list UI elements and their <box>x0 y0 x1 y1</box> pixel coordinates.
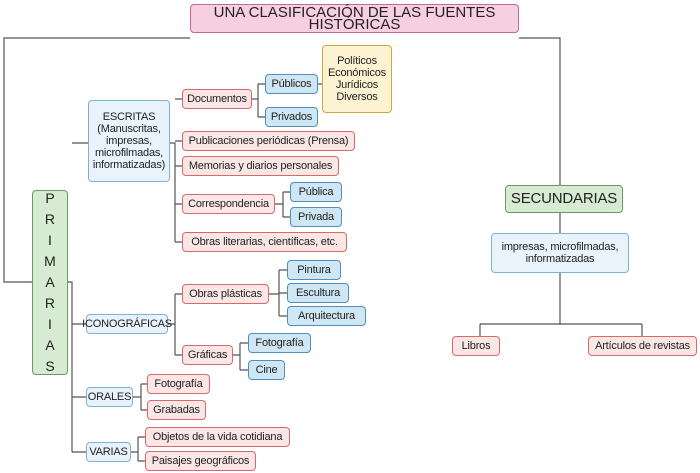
connector-varias <box>131 436 145 462</box>
node-correspondencia: Correspondencia <box>182 194 275 214</box>
node-libros: Libros <box>452 336 500 356</box>
connector-obras-plasticas <box>269 269 287 317</box>
node-pintura: Pintura <box>287 260 341 280</box>
connector-correspondencia <box>275 191 290 218</box>
connector-graficas <box>233 342 248 371</box>
node-graficas: Gráficas <box>182 345 233 365</box>
node-paisajes: Paisajes geográficos <box>145 451 256 471</box>
node-obras-literarias: Obras literarias, científicas, etc. <box>182 232 347 252</box>
connector-escritas-branches <box>170 98 182 243</box>
node-publicos: Públicos <box>265 74 318 94</box>
node-secundarias: SECUNDARIAS <box>505 185 623 213</box>
node-varias: VARIAS <box>86 442 131 462</box>
node-fotografia-oral: Fotografía <box>147 374 210 394</box>
node-iconograficas: ICONOGRÁFICAS <box>82 314 172 334</box>
node-escritas: ESCRITAS (Manuscritas, impresas, microfi… <box>88 100 170 182</box>
node-articulos: Artículos de revistas <box>588 336 697 356</box>
node-publicaciones-periodicas: Publicaciones periódicas (Prensa) <box>182 131 355 151</box>
node-documentos: Documentos <box>182 89 252 109</box>
node-grabadas: Grabadas <box>147 400 206 420</box>
connector-orales <box>133 383 147 411</box>
node-privados: Privados <box>265 107 318 127</box>
node-arquitectura: Arquitectura <box>287 306 366 326</box>
node-privada: Privada <box>290 207 342 227</box>
connector-documentos <box>252 83 265 118</box>
node-orales: ORALES <box>86 387 133 407</box>
node-publica: Pública <box>290 182 342 202</box>
node-secundarias-tipo: impresas, microfilmadas, informatizadas <box>491 233 629 273</box>
node-obras-plasticas: Obras plásticas <box>182 284 269 304</box>
connector-iconograficas <box>168 293 182 356</box>
connector-secundarias <box>479 213 643 336</box>
node-cine: Cine <box>248 360 285 380</box>
node-fotografia-grafica: Fotografía <box>248 333 311 353</box>
connector-primarias-branches <box>68 142 88 453</box>
node-objetos: Objetos de la vida cotidiana <box>145 427 290 447</box>
node-escultura: Escultura <box>287 283 349 303</box>
node-tipos-documentos: Políticos Económicos Jurídicos Diversos <box>322 45 392 113</box>
connector-title-primarias <box>3 37 190 283</box>
node-memorias: Memorias y diarios personales <box>182 156 339 176</box>
connector-title-secundarias <box>519 37 561 185</box>
diagram-title: UNA CLASIFICACIÓN DE LAS FUENTES HISTÓRI… <box>190 4 519 33</box>
